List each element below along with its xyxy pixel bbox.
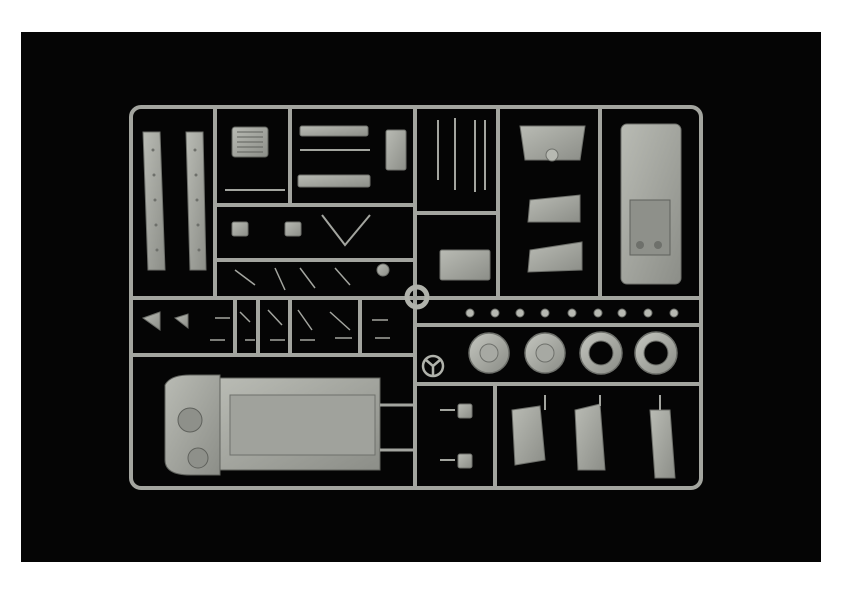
- chassis-rails: [142, 131, 207, 271]
- bumper-parts: [297, 125, 407, 188]
- body-side-parts: [457, 403, 676, 479]
- chassis-floor: [620, 123, 682, 285]
- steering-wheel: [421, 354, 445, 378]
- knob-parts: [465, 308, 679, 318]
- tires: [579, 331, 678, 375]
- truck-bed: [164, 374, 415, 476]
- engine-part: [519, 125, 586, 162]
- radiator-grille: [231, 126, 269, 158]
- fender-panels: [439, 194, 583, 281]
- sprue-ring: [404, 284, 430, 310]
- sprue-frame: [129, 105, 703, 490]
- small-parts: [141, 221, 390, 331]
- wheel-hubs: [468, 332, 566, 374]
